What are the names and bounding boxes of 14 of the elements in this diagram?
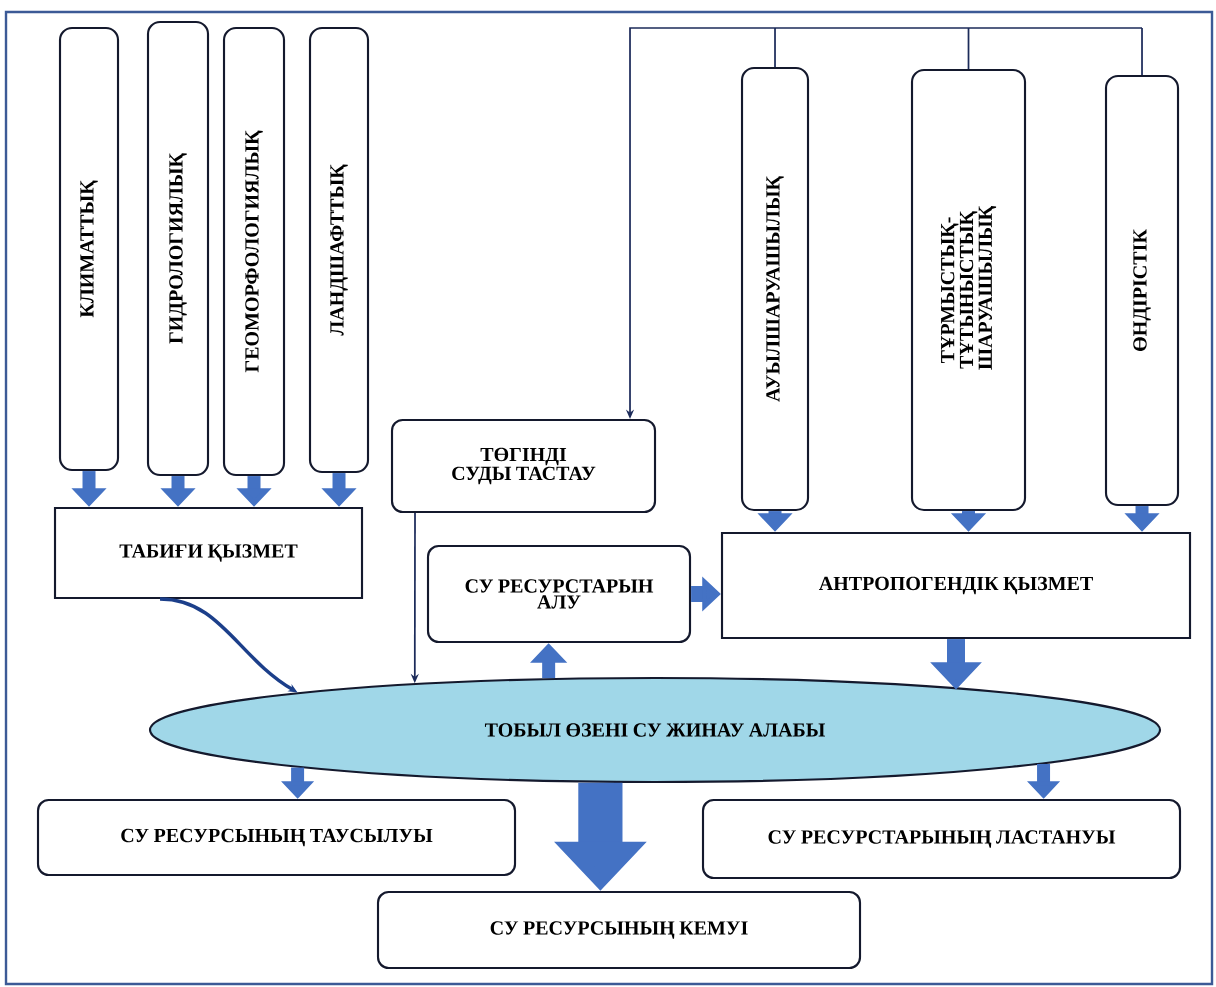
- process-box: ТӨГІНДІ СУДЫ ТАСТАУ: [390, 418, 657, 514]
- factor-box: КЛИМАТТЫҚ: [58, 26, 120, 472]
- factor-box: ЛАНДШАФТТЫҚ: [308, 26, 370, 474]
- factor-box: ГИДРОЛОГИЯЛЫҚ: [146, 20, 210, 477]
- process-box: СУ РЕСУРСТАРЫН АЛУ: [426, 544, 692, 644]
- factor-box: ГЕОМОРФОЛОГИЯЛЫҚ: [222, 26, 286, 477]
- factor-box: АУЫЛШАРУАШЫЛЫҚ: [740, 66, 810, 512]
- result-box: СУ РЕСУРСЫНЫҢ КЕМУІ: [376, 890, 862, 970]
- process-box: ТАБИҒИ ҚЫЗМЕТ: [53, 506, 364, 600]
- factor-box: ТҰРМЫСТЫҚ-ТҰТЫНЫСТЫҚ ШАРУАШЫЛЫҚ: [910, 68, 1027, 512]
- factor-box: ӨНДІРІСТІК: [1104, 74, 1180, 507]
- result-box: СУ РЕСУРСЫНЫҢ ТАУСЫЛУЫ: [36, 798, 517, 877]
- process-box: АНТРОПОГЕНДІК ҚЫЗМЕТ: [720, 531, 1192, 640]
- result-box: СУ РЕСУРСТАРЫНЫҢ ЛАСТАНУЫ: [701, 798, 1182, 880]
